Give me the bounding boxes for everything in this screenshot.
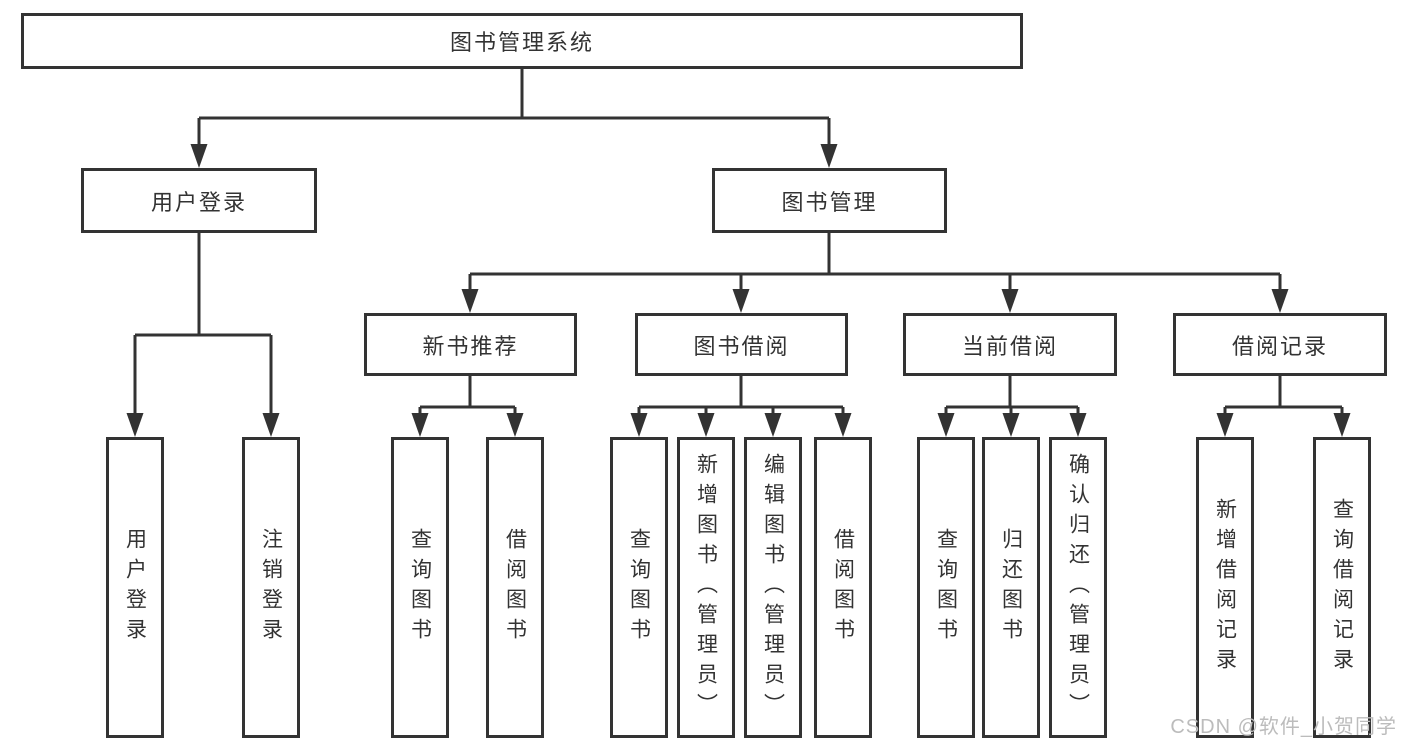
node-new-book-recommend: 新书推荐 [364, 313, 577, 376]
node-label: 借阅记录 [1231, 333, 1328, 359]
leaf-query-books-recommend: 查询图书 [391, 437, 449, 738]
node-label: 用户登录 [150, 189, 247, 215]
leaf-borrow-books-borrowing: 借阅图书 [814, 437, 872, 738]
leaf-logout: 注销登录 [242, 437, 300, 738]
leaf-add-borrow-record: 新增借阅记录 [1196, 437, 1254, 738]
leaf-query-books-borrowing: 查询图书 [610, 437, 668, 738]
leaf-return-books: 归还图书 [982, 437, 1040, 738]
node-label: 新增图书（管理员） [694, 452, 718, 723]
leaf-borrow-books-recommend: 借阅图书 [486, 437, 544, 738]
node-label: 查询图书 [627, 527, 651, 648]
node-label: 注销登录 [259, 527, 283, 648]
node-label: 借阅图书 [503, 527, 527, 648]
node-label: 新书推荐 [422, 333, 519, 359]
node-label: 新增借阅记录 [1213, 497, 1237, 678]
node-label: 查询图书 [408, 527, 432, 648]
csdn-watermark: CSDN @软件_小贺同学 [1170, 716, 1397, 738]
leaf-edit-book-admin: 编辑图书（管理员） [744, 437, 802, 738]
node-label: 查询图书 [934, 527, 958, 648]
node-label: 确认归还（管理员） [1066, 452, 1090, 723]
node-root: 图书管理系统 [21, 13, 1023, 69]
leaf-user-login: 用户登录 [106, 437, 164, 738]
node-book-borrowing: 图书借阅 [635, 313, 848, 376]
node-label: 用户登录 [123, 527, 147, 648]
node-label: 归还图书 [999, 527, 1023, 648]
node-label: 图书借阅 [693, 333, 790, 359]
leaf-query-books-current: 查询图书 [917, 437, 975, 738]
node-label: 当前借阅 [961, 333, 1058, 359]
node-label: 图书管理 [781, 189, 878, 215]
leaf-confirm-return-admin: 确认归还（管理员） [1049, 437, 1107, 738]
leaf-add-book-admin: 新增图书（管理员） [677, 437, 735, 738]
node-label: 编辑图书（管理员） [761, 452, 785, 723]
node-label: 图书管理系统 [449, 30, 594, 55]
node-book-management: 图书管理 [712, 168, 947, 233]
node-label: 查询借阅记录 [1330, 497, 1354, 678]
node-current-borrowing: 当前借阅 [903, 313, 1117, 376]
node-borrowing-records: 借阅记录 [1173, 313, 1387, 376]
leaf-query-borrow-record: 查询借阅记录 [1313, 437, 1371, 738]
node-label: 借阅图书 [831, 527, 855, 648]
node-user-login: 用户登录 [81, 168, 317, 233]
